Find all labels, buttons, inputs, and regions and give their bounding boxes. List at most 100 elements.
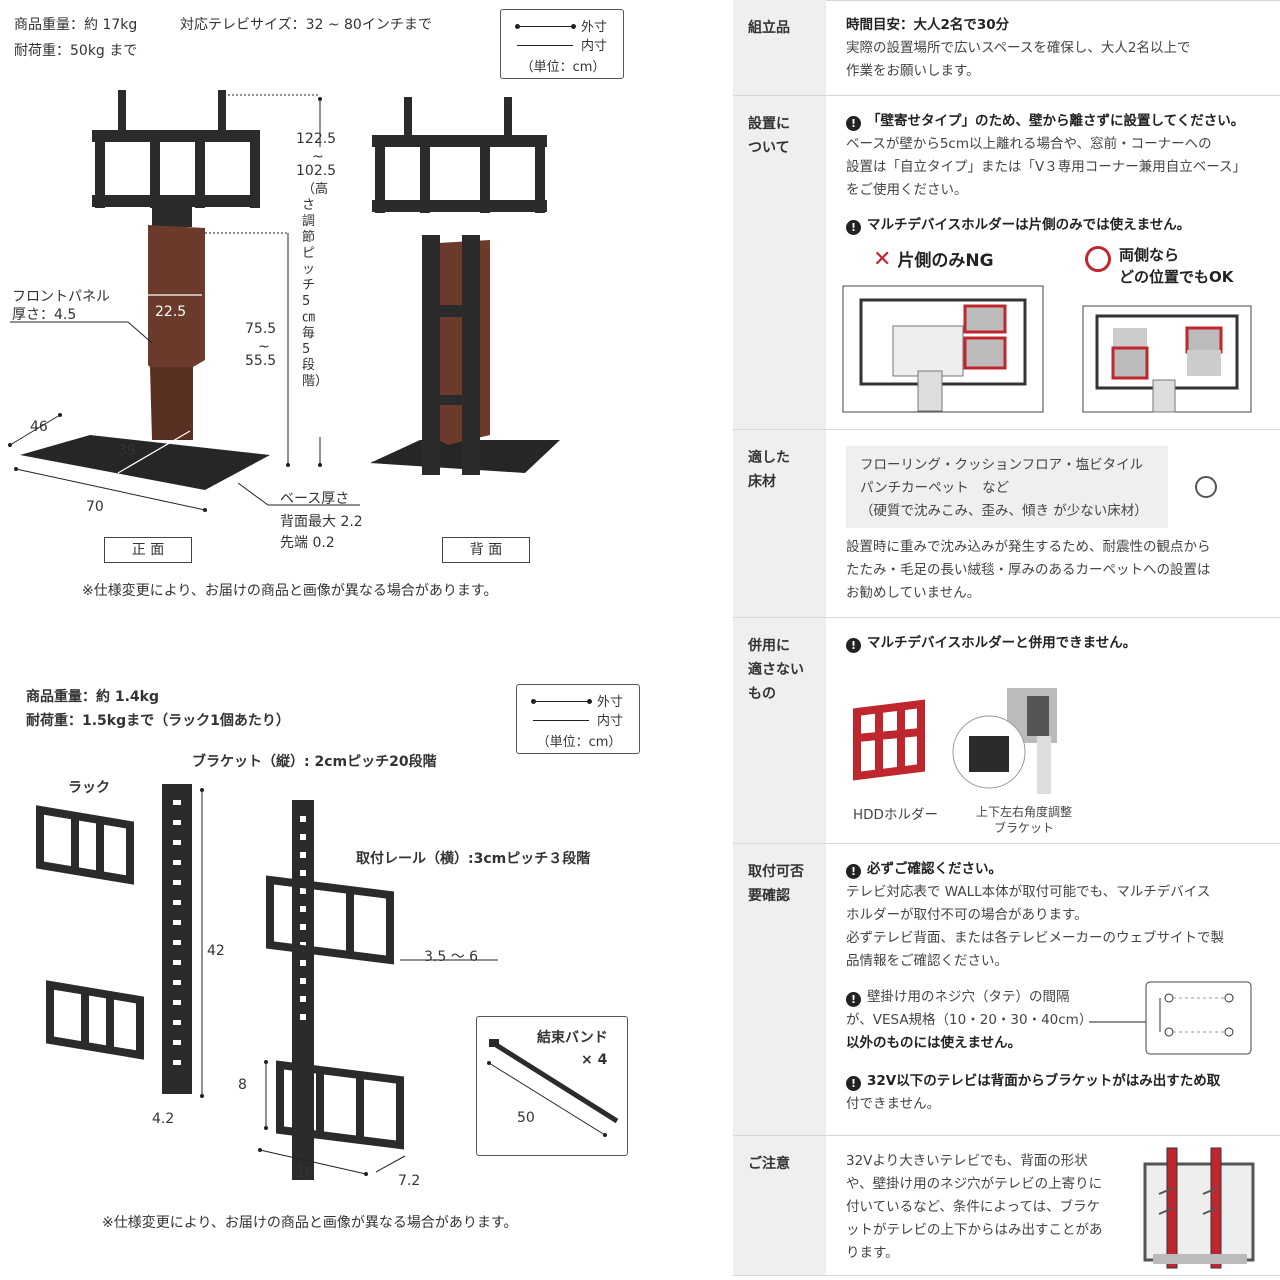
band-label: 結束バンド <box>537 1030 608 1046</box>
caution-note: ります。 <box>846 1245 899 1261</box>
mid-tilde: ~ <box>258 339 270 355</box>
table-row-assembly: 組立品 時間目安：大人2名で30分 実際の設置場所で広いスペースを確保し、大人2… <box>733 0 1280 96</box>
holder-warning: マルチデバイスホルダーは片側のみでは使えません。 <box>867 217 1191 233</box>
holder-weight: 商品重量：約 1.4kg <box>26 689 160 705</box>
floor-note: たたみ・毛足の長い絨毯・厚みのあるカーペットへの設置は <box>846 562 1211 578</box>
ok-label: 両側なら <box>1119 246 1180 264</box>
unit-outer-label: 外寸 <box>597 695 624 710</box>
dim-42: 42 <box>207 943 225 959</box>
bracket-overhang-diagram <box>1143 1147 1255 1269</box>
table-row-incompatible: 併用に 適さない もの !マルチデバイスホルダーと併用できません。 HDDホルダ… <box>733 618 1280 844</box>
dim-72: 7.2 <box>398 1173 421 1189</box>
stand-tv-size: 対応テレビサイズ：32 ~ 80インチまで <box>180 17 432 33</box>
row-head-compatibility: 取付可否 要確認 <box>748 864 804 904</box>
caution-note: 32Vより大きいテレビでも、背面の形状 <box>846 1153 1088 1169</box>
circle-ok-icon <box>1195 476 1217 498</box>
dim-8: 8 <box>238 1077 247 1093</box>
floor-item: フローリング・クッションフロア・塩ビタイル <box>860 457 1144 473</box>
unit-caption: （単位：cm） <box>520 60 606 75</box>
hdd-holder-icon <box>853 699 925 781</box>
ng-label-wrap: ✕片側のみNG <box>873 246 994 272</box>
vesa-note: 以外のものには使えません。 <box>846 1035 1022 1051</box>
v32-note: 付できません。 <box>846 1096 941 1112</box>
warning-icon: ! <box>846 116 861 131</box>
row-head-installation: 設置に ついて <box>748 116 790 156</box>
warning-icon: ! <box>846 1076 861 1091</box>
cable-tie-box: 結束バンド × 4 50 <box>476 1016 628 1156</box>
wall-type-warning: 「壁寄せタイプ」のため、壁から離さずに設置してください。 <box>867 113 1245 129</box>
caution-note: 付いているなど、条件によっては、ブラケ <box>846 1199 1101 1215</box>
install-note: をご使用ください。 <box>846 182 968 198</box>
warning-icon: ! <box>846 992 861 1007</box>
rail-label: 取付レール（横）:3cmピッチ３段階 <box>356 851 591 867</box>
assembly-time: 時間目安：大人2名で30分 <box>846 17 1010 33</box>
warning-icon: ! <box>846 638 861 653</box>
v32-note: 32V以下のテレビは背面からブラケットがはみ出すため取 <box>867 1073 1221 1089</box>
vesa-diagram <box>1089 981 1252 1055</box>
band-count: × 4 <box>581 1052 608 1068</box>
panel-label: フロントパネル <box>12 289 110 305</box>
unit-legend-holder: 外寸 内寸 （単位：cm） <box>516 684 640 754</box>
row-head-caution: ご注意 <box>748 1156 790 1172</box>
caution-note: ットがテレビの上下からはみ出すことがあ <box>846 1222 1103 1238</box>
floor-note: お勧めしていません。 <box>846 585 981 601</box>
cross-icon: ✕ <box>873 247 892 272</box>
compat-note: 品情報をご確認ください。 <box>846 953 1008 969</box>
ok-diagram <box>1082 305 1252 413</box>
view-front-label: 正 面 <box>104 537 192 563</box>
holder-load: 耐荷重：1.5kgまで（ラック1個あたり） <box>26 713 290 729</box>
rack-label: ラック <box>68 780 110 796</box>
compat-note: ホルダーが取付不可の場合があります。 <box>846 907 1088 923</box>
band-length: 50 <box>517 1110 535 1126</box>
ng-diagram <box>842 285 1044 413</box>
floor-box: フローリング・クッションフロア・塩ビタイル パンチカーペット など （硬質で沈み… <box>846 446 1246 528</box>
unit-inner-label: 内寸 <box>597 714 624 729</box>
install-note: 設置は「自立タイプ」または「V３専用コーナー兼用自立ベース」 <box>846 159 1247 175</box>
dim-35-6: 3.5 ～ 6 <box>424 949 479 965</box>
view-back-label: 背 面 <box>442 537 530 563</box>
assembly-note: 実際の設置場所で広いスペースを確保し、大人2名以上で <box>846 40 1191 56</box>
circle-ok-icon <box>1085 246 1111 272</box>
stand-dimensions <box>8 94 360 512</box>
vesa-note: が、VESA規格（10・20・30・40cm） <box>846 1012 1093 1028</box>
unit-caption: （単位：cm） <box>536 735 622 750</box>
table-row-compatibility: 取付可否 要確認 !必ずご確認ください。 テレビ対応表で WALL本体が取付可能… <box>733 844 1280 1136</box>
hdd-holder-label: HDDホルダー <box>853 807 938 823</box>
row-head-incompatible: 併用に 適さない もの <box>748 638 804 702</box>
row-head-floor: 適した 床材 <box>748 450 790 490</box>
unit-legend-stand: 外寸 内寸 （単位：cm） <box>500 9 624 79</box>
base-depth: 46 <box>30 419 48 435</box>
angle-bracket-label: 上下左右角度調整 <box>976 805 1073 819</box>
caution-note: や、壁掛け用のネジ穴がテレビの上寄りに <box>846 1176 1103 1192</box>
stand-notice: ※仕様変更により、お届けの商品と画像が異なる場合があります。 <box>82 583 498 599</box>
compat-note: テレビ対応表で WALL本体が取付可能でも、マルチデバイス <box>846 884 1211 900</box>
unit-inner-label: 内寸 <box>581 39 608 54</box>
panel-width: 22.5 <box>155 304 187 320</box>
spec-table: 組立品 時間目安：大人2名で30分 実際の設置場所で広いスペースを確保し、大人2… <box>733 0 1280 1280</box>
row-head-assembly: 組立品 <box>748 20 790 36</box>
holder-notice: ※仕様変更により、お届けの商品と画像が異なる場合があります。 <box>102 1215 518 1231</box>
warning-icon: ! <box>846 864 861 879</box>
holder-illustration <box>36 784 498 1180</box>
stand-back-illustration <box>370 97 560 475</box>
height-top: 122.5 <box>296 131 337 147</box>
angle-bracket-icon <box>952 688 1057 794</box>
height-bottom: 102.5 <box>296 163 337 179</box>
height-tilde: ~ <box>312 149 324 165</box>
floor-item: （硬質で沈みこみ、歪み、傾き が少ない床材） <box>860 503 1148 519</box>
base-tip: 先端 0.2 <box>280 535 335 551</box>
assembly-note: 作業をお願いします。 <box>846 63 980 79</box>
base-inner: 39 <box>118 443 136 459</box>
dim-42b: 4.2 <box>152 1111 175 1127</box>
base-width: 70 <box>86 499 104 515</box>
stand-weight: 商品重量：約 17kg <box>14 17 138 33</box>
stand-front-illustration <box>20 90 270 490</box>
ok-label: どの位置でもOK <box>1119 268 1234 286</box>
bracket-label: ブラケット（縦）: 2cmピッチ20段階 <box>192 754 437 770</box>
cable-tie-icon <box>487 1039 619 1137</box>
base-thickness-title: ベース厚さ <box>280 491 350 507</box>
ng-label: 片側のみNG <box>897 251 994 271</box>
product-spec-panel: 商品重量：約 17kg 対応テレビサイズ：32 ~ 80インチまで 耐荷重：50… <box>8 9 640 1231</box>
mid-bottom: 55.5 <box>245 353 277 369</box>
dim-16: 16 <box>296 1165 314 1181</box>
